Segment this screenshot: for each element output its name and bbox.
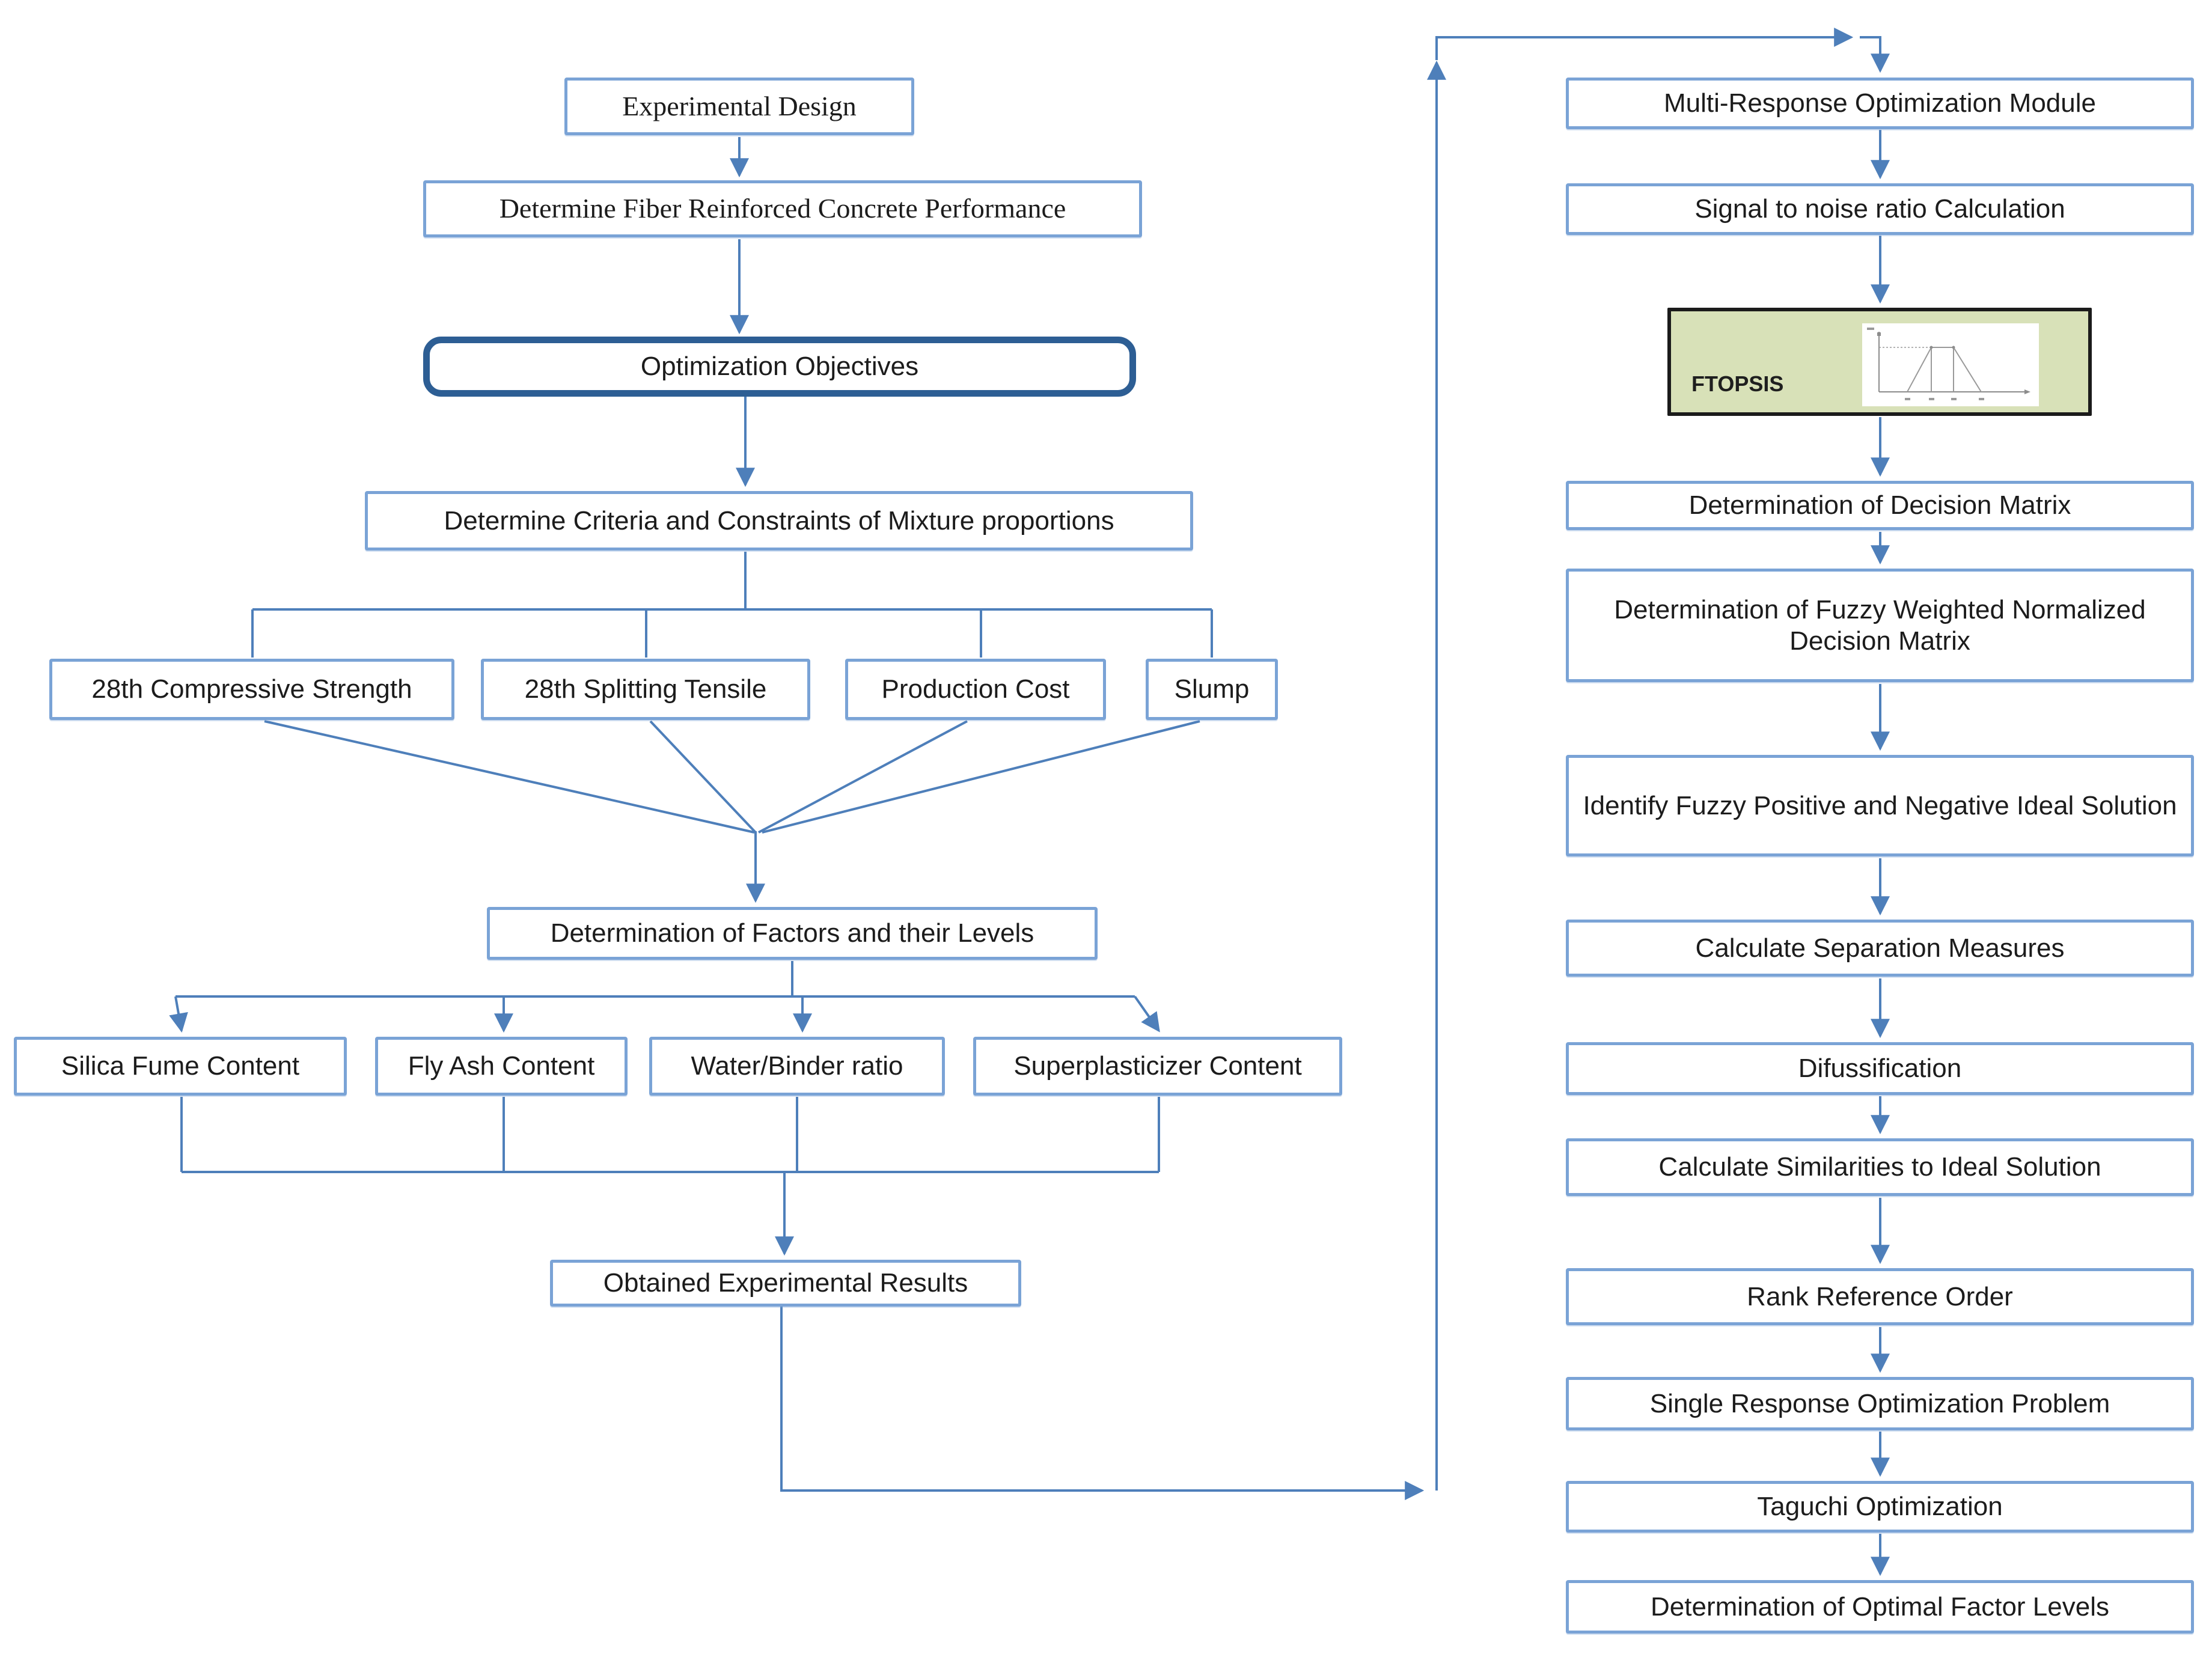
fuzzy-membership-chart <box>1862 323 2039 406</box>
node-difussification: Difussification <box>1566 1042 2194 1095</box>
node-criterion-slump: Slump <box>1146 659 1278 720</box>
node-decision-matrix: Determination of Decision Matrix <box>1566 481 2194 530</box>
node-single-response: Single Response Optimization Problem <box>1566 1377 2194 1430</box>
node-factor-water-binder: Water/Binder ratio <box>649 1037 945 1096</box>
node-criteria-constraints: Determine Criteria and Constraints of Mi… <box>365 491 1193 551</box>
node-ftopsis: FTOPSIS <box>1667 308 2092 416</box>
node-fuzzy-weighted-matrix: Determination of Fuzzy Weighted Normaliz… <box>1566 569 2194 682</box>
node-ideal-solution: Identify Fuzzy Positive and Negative Ide… <box>1566 755 2194 856</box>
node-optimal-levels: Determination of Optimal Factor Levels <box>1566 1580 2194 1634</box>
node-optimization-objectives: Optimization Objectives <box>423 337 1136 397</box>
node-experimental-design: Experimental Design <box>564 78 914 135</box>
node-rank-order: Rank Reference Order <box>1566 1268 2194 1325</box>
node-factor-fly-ash: Fly Ash Content <box>375 1037 628 1096</box>
ftopsis-label: FTOPSIS <box>1691 371 1784 396</box>
node-taguchi: Taguchi Optimization <box>1566 1481 2194 1533</box>
node-criterion-production-cost: Production Cost <box>845 659 1106 720</box>
node-criterion-compressive-strength: 28th Compressive Strength <box>49 659 454 720</box>
node-frc-performance: Determine Fiber Reinforced Concrete Perf… <box>423 180 1142 237</box>
node-factor-silica-fume: Silica Fume Content <box>14 1037 347 1096</box>
node-separation-measures: Calculate Separation Measures <box>1566 920 2194 977</box>
node-criterion-splitting-tensile: 28th Splitting Tensile <box>481 659 810 720</box>
node-signal-noise: Signal to noise ratio Calculation <box>1566 183 2194 235</box>
node-multi-response-module: Multi-Response Optimization Module <box>1566 78 2194 129</box>
node-similarities: Calculate Similarities to Ideal Solution <box>1566 1138 2194 1196</box>
node-factors-levels: Determination of Factors and their Level… <box>487 907 1098 960</box>
node-factor-superplasticizer: Superplasticizer Content <box>973 1037 1342 1096</box>
node-obtained-results: Obtained Experimental Results <box>550 1260 1021 1307</box>
